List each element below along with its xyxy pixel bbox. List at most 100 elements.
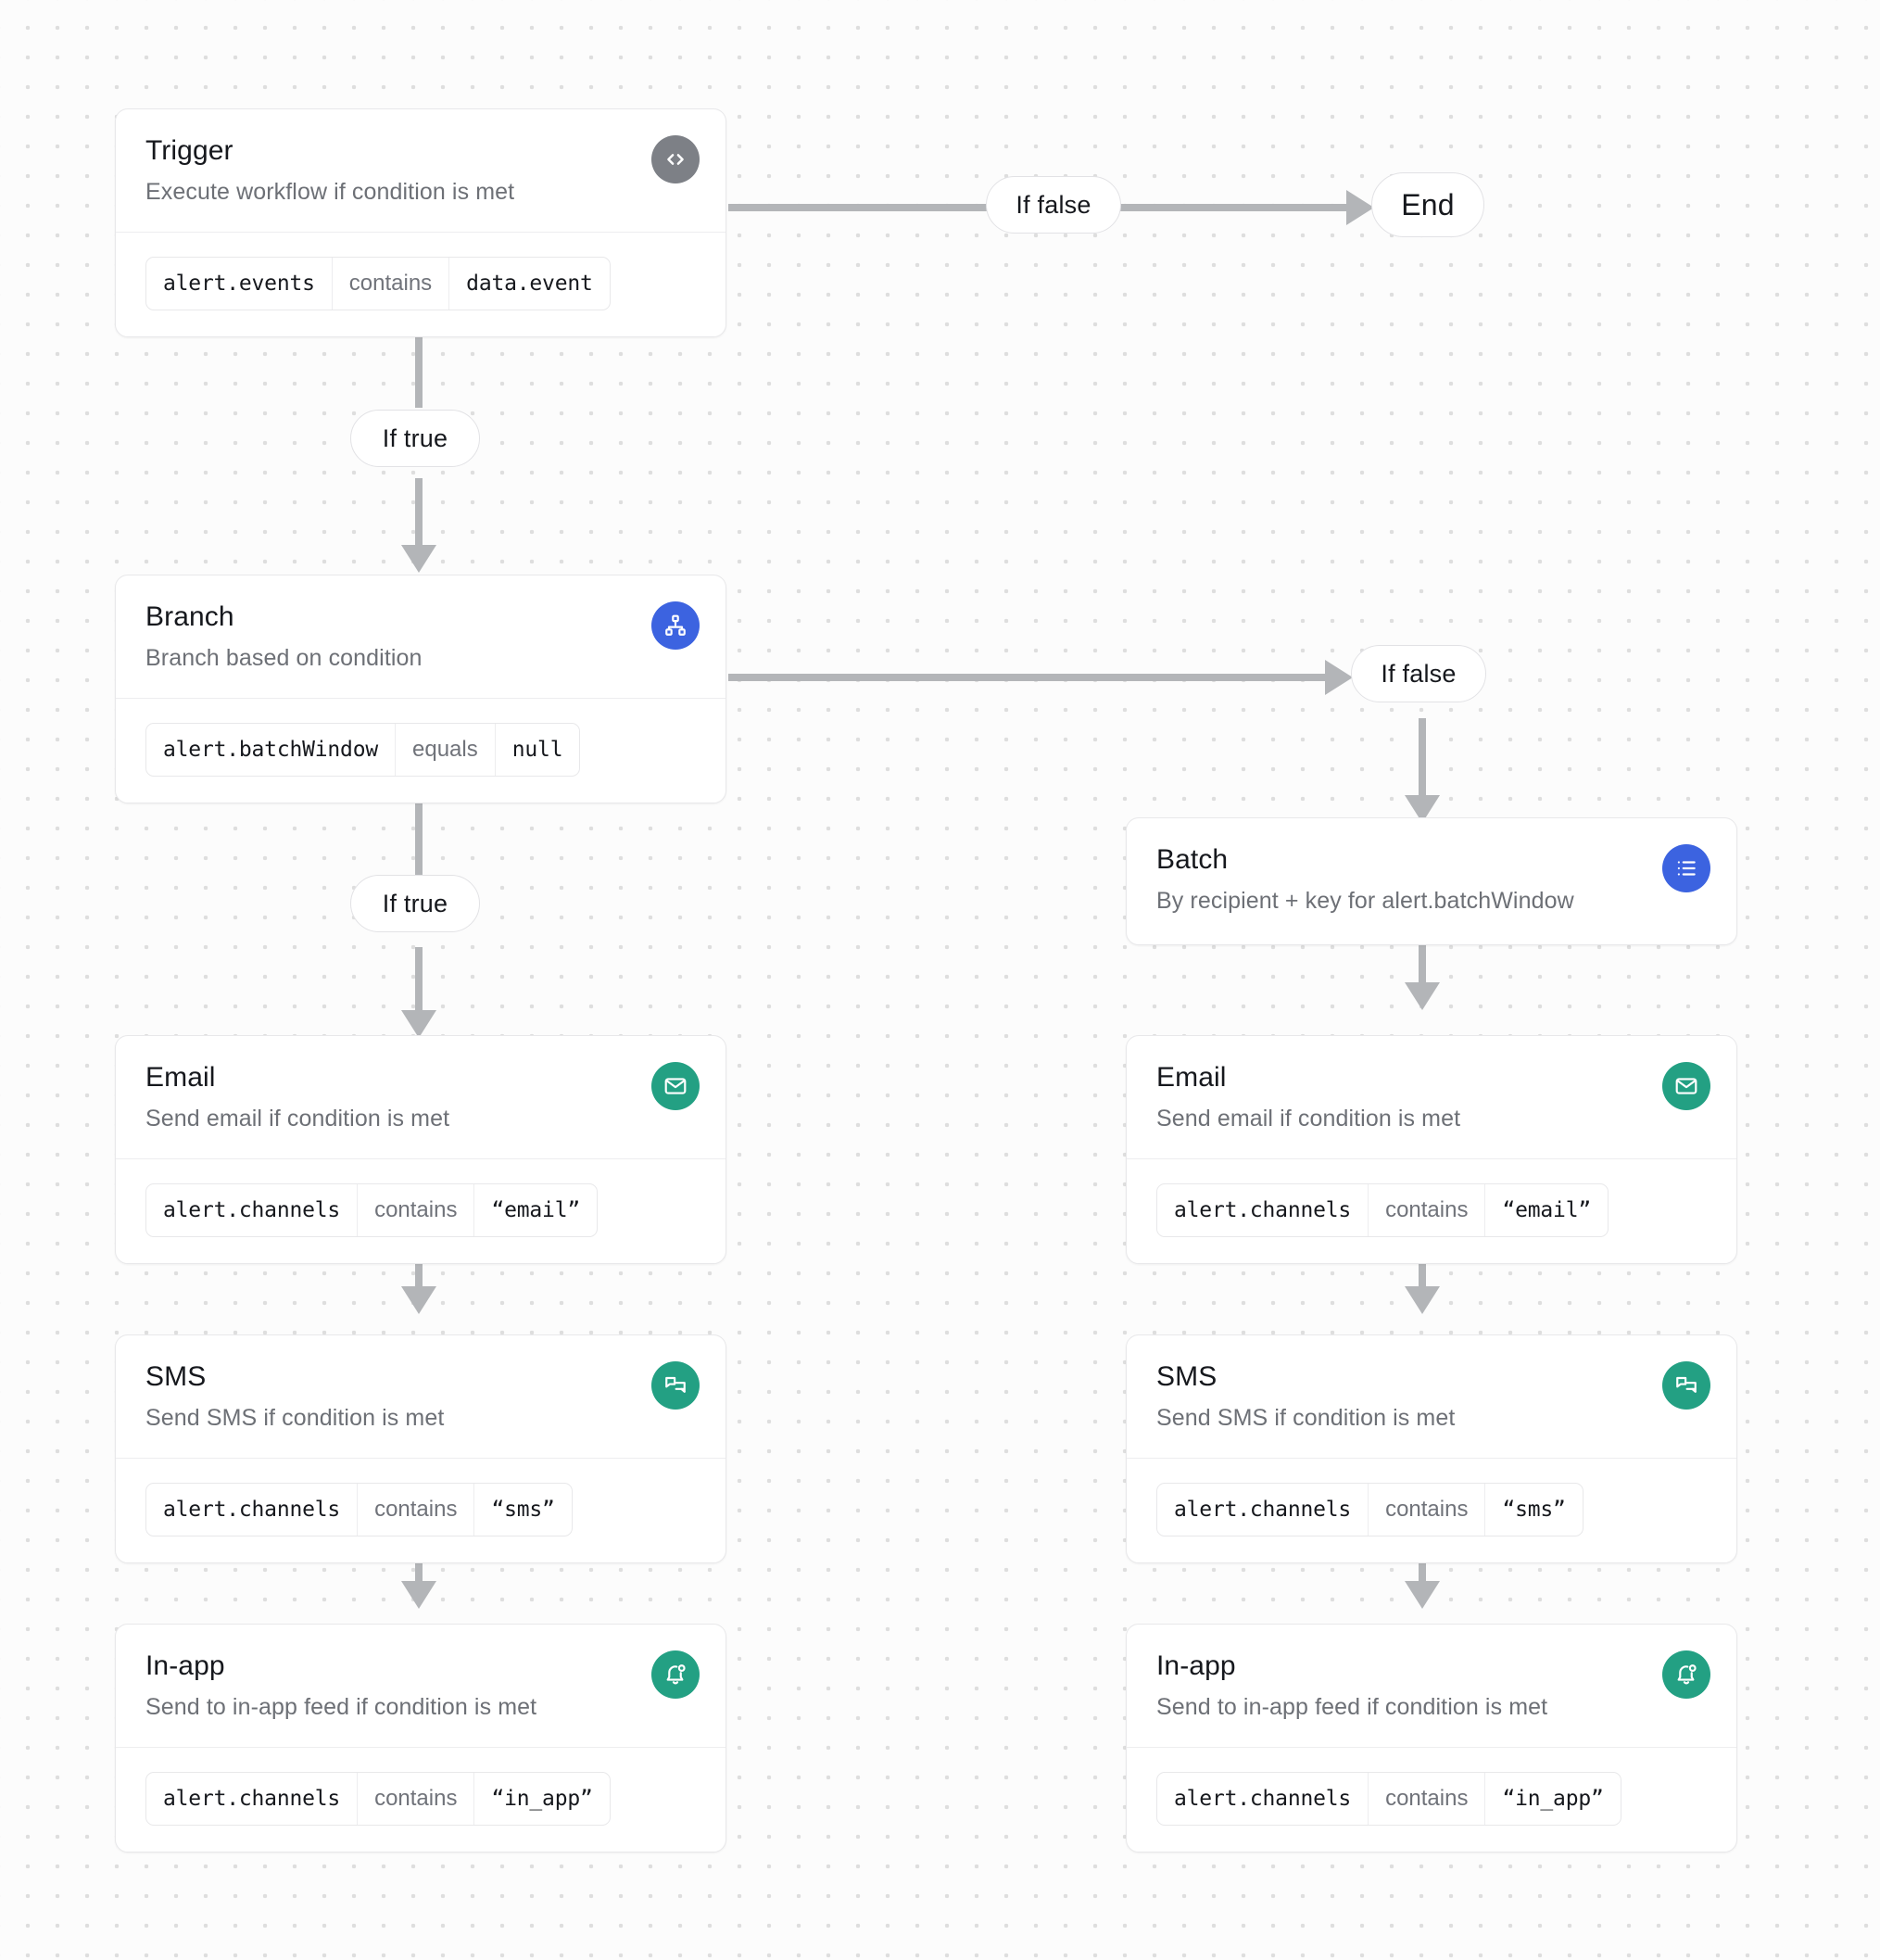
inapp-left-body: alert.channels contains “in_app”: [116, 1748, 726, 1852]
bell-icon: [651, 1650, 700, 1699]
sms-left-header: SMS Send SMS if condition is met: [116, 1335, 726, 1458]
arrowhead-to-end: [1346, 190, 1374, 225]
trigger-title: Trigger: [145, 135, 233, 166]
condition-value: “sms”: [1502, 1497, 1566, 1522]
email-left-title: Email: [145, 1062, 216, 1093]
node-branch[interactable]: Branch Branch based on condition alert.b…: [115, 575, 726, 804]
node-inapp-right[interactable]: In-app Send to in-app feed if condition …: [1126, 1624, 1737, 1853]
trigger-subtitle: Execute workflow if condition is met: [145, 178, 515, 205]
arrowhead-batch-to-email-right: [1405, 982, 1440, 1010]
email-right-body: alert.channels contains “email”: [1127, 1159, 1736, 1263]
condition-value: null: [511, 737, 563, 762]
condition-operator: contains: [357, 1484, 475, 1536]
condition-field: alert.channels: [163, 1497, 341, 1522]
inapp-right-divider: [1127, 1747, 1736, 1748]
inapp-left-condition-chip[interactable]: alert.channels contains “in_app”: [145, 1772, 611, 1827]
condition-operator: contains: [357, 1773, 475, 1826]
bell-icon: [1662, 1650, 1710, 1699]
connector-if-false-to-end: [1119, 204, 1346, 211]
inapp-right-body: alert.channels contains “in_app”: [1127, 1748, 1736, 1852]
condition-value: “email”: [491, 1197, 580, 1222]
node-email-left[interactable]: Email Send email if condition is met ale…: [115, 1035, 726, 1265]
node-sms-left[interactable]: SMS Send SMS if condition is met alert.c…: [115, 1334, 726, 1564]
branch-condition-chip[interactable]: alert.batchWindow equals null: [145, 723, 581, 778]
hierarchy-icon: [651, 601, 700, 650]
condition-value: “sms”: [491, 1497, 555, 1522]
sms-right-body: alert.channels contains “sms”: [1127, 1459, 1736, 1562]
pill-branch-if-false[interactable]: If false: [1351, 645, 1486, 702]
envelope-icon: [651, 1062, 700, 1110]
condition-operator: contains: [1368, 1773, 1486, 1826]
condition-value: “email”: [1502, 1197, 1591, 1222]
condition-field: alert.channels: [163, 1786, 341, 1811]
node-sms-right[interactable]: SMS Send SMS if condition is met alert.c…: [1126, 1334, 1737, 1564]
chat-bubbles-icon: [651, 1361, 700, 1410]
email-left-header: Email Send email if condition is met: [116, 1036, 726, 1158]
batch-title: Batch: [1156, 844, 1229, 875]
arrowhead-sms-to-inapp-right: [1405, 1581, 1440, 1609]
sms-right-condition-chip[interactable]: alert.channels contains “sms”: [1156, 1483, 1583, 1537]
code-icon: [651, 135, 700, 183]
batch-subtitle: By recipient + key for alert.batchWindow: [1156, 887, 1574, 914]
email-left-divider: [116, 1158, 726, 1159]
connector-if-false-to-batch: [1419, 718, 1426, 800]
email-right-divider: [1127, 1158, 1736, 1159]
trigger-condition-chip[interactable]: alert.events contains data.event: [145, 257, 611, 311]
inapp-left-subtitle: Send to in-app feed if condition is met: [145, 1693, 537, 1720]
connector-trigger-to-if-false: [728, 204, 988, 211]
branch-divider: [116, 698, 726, 699]
inapp-left-header: In-app Send to in-app feed if condition …: [116, 1625, 726, 1747]
arrowhead-to-email-left: [401, 1010, 436, 1038]
pill-trigger-if-false[interactable]: If false: [986, 176, 1121, 234]
condition-operator: contains: [357, 1184, 475, 1237]
condition-operator: contains: [331, 258, 450, 310]
inapp-right-subtitle: Send to in-app feed if condition is met: [1156, 1693, 1548, 1720]
pill-trigger-if-true[interactable]: If true: [350, 410, 480, 467]
condition-operator: equals: [395, 724, 496, 777]
condition-value: data.event: [466, 271, 593, 296]
inapp-right-condition-chip[interactable]: alert.channels contains “in_app”: [1156, 1772, 1621, 1827]
email-left-subtitle: Send email if condition is met: [145, 1105, 450, 1132]
condition-operator: contains: [1368, 1184, 1486, 1237]
condition-value: “in_app”: [491, 1786, 593, 1811]
inapp-right-header: In-app Send to in-app feed if condition …: [1127, 1625, 1736, 1747]
inapp-left-divider: [116, 1747, 726, 1748]
sms-left-subtitle: Send SMS if condition is met: [145, 1404, 445, 1431]
sms-right-divider: [1127, 1458, 1736, 1459]
sms-right-header: SMS Send SMS if condition is met: [1127, 1335, 1736, 1458]
arrowhead-email-to-sms-left: [401, 1286, 436, 1314]
pill-branch-if-true[interactable]: If true: [350, 875, 480, 932]
branch-header: Branch Branch based on condition: [116, 575, 726, 698]
email-left-condition-chip[interactable]: alert.channels contains “email”: [145, 1183, 598, 1238]
branch-body: alert.batchWindow equals null: [116, 699, 726, 803]
connector-if-true-to-email: [415, 947, 423, 1014]
arrowhead-email-to-sms-right: [1405, 1286, 1440, 1314]
condition-value: “in_app”: [1502, 1786, 1604, 1811]
inapp-right-title: In-app: [1156, 1650, 1236, 1681]
condition-field: alert.channels: [1174, 1497, 1352, 1522]
arrowhead-to-branch: [401, 545, 436, 573]
sms-left-condition-chip[interactable]: alert.channels contains “sms”: [145, 1483, 573, 1537]
email-left-body: alert.channels contains “email”: [116, 1159, 726, 1263]
condition-field: alert.batchWindow: [163, 737, 379, 762]
batch-header: Batch By recipient + key for alert.batch…: [1127, 818, 1736, 944]
node-batch[interactable]: Batch By recipient + key for alert.batch…: [1126, 817, 1737, 945]
email-right-condition-chip[interactable]: alert.channels contains “email”: [1156, 1183, 1609, 1238]
inapp-left-title: In-app: [145, 1650, 225, 1681]
pill-end[interactable]: End: [1371, 172, 1484, 237]
sms-left-body: alert.channels contains “sms”: [116, 1459, 726, 1562]
sms-right-subtitle: Send SMS if condition is met: [1156, 1404, 1456, 1431]
email-right-subtitle: Send email if condition is met: [1156, 1105, 1461, 1132]
trigger-body: alert.events contains data.event: [116, 233, 726, 336]
condition-field: alert.channels: [1174, 1197, 1352, 1222]
node-trigger[interactable]: Trigger Execute workflow if condition is…: [115, 108, 726, 338]
email-right-title: Email: [1156, 1062, 1227, 1093]
chat-bubbles-icon: [1662, 1361, 1710, 1410]
node-inapp-left[interactable]: In-app Send to in-app feed if condition …: [115, 1624, 726, 1853]
condition-field: alert.channels: [163, 1197, 341, 1222]
connector-branch-to-if-true: [415, 778, 423, 876]
sms-left-title: SMS: [145, 1361, 207, 1392]
node-email-right[interactable]: Email Send email if condition is met ale…: [1126, 1035, 1737, 1265]
condition-field: alert.events: [163, 271, 315, 296]
